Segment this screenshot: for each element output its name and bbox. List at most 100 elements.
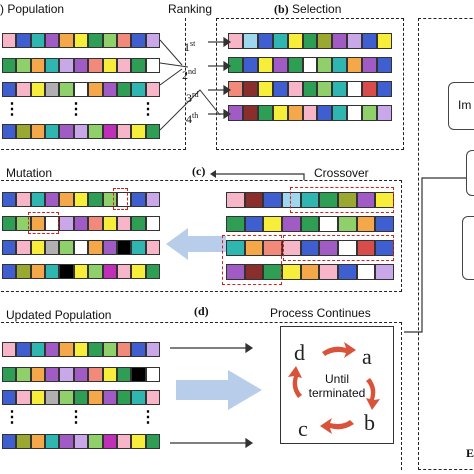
population-panel bbox=[0, 18, 186, 150]
gene-cell bbox=[375, 264, 394, 280]
gene-cell bbox=[30, 342, 46, 357]
crossover-label: Crossover bbox=[314, 166, 369, 180]
population-row-last bbox=[2, 124, 160, 139]
gene-cell bbox=[145, 192, 160, 207]
gene-cell bbox=[59, 82, 74, 97]
gene-cell bbox=[116, 216, 132, 231]
gene-cell bbox=[244, 216, 264, 232]
gene-cell bbox=[300, 192, 320, 208]
selection-row-4 bbox=[228, 105, 392, 121]
gene-cell bbox=[257, 33, 273, 49]
gene-cell bbox=[102, 124, 117, 139]
gene-cell bbox=[356, 192, 376, 208]
gene-cell bbox=[88, 33, 103, 48]
gene-cell bbox=[16, 240, 31, 255]
gene-cell bbox=[226, 216, 245, 232]
gene-cell bbox=[30, 216, 46, 231]
gene-cell bbox=[2, 216, 17, 231]
c-connector-arrow bbox=[210, 170, 305, 180]
mutation-row-3 bbox=[2, 240, 160, 255]
gene-cell bbox=[287, 33, 303, 49]
crossover-to-mutation-arrow bbox=[166, 228, 226, 260]
gene-cell bbox=[30, 82, 46, 97]
gene-cell bbox=[263, 216, 282, 232]
gene-cell bbox=[30, 33, 46, 48]
gene-cell bbox=[16, 192, 31, 207]
gene-cell bbox=[59, 434, 74, 449]
gene-cell bbox=[257, 57, 273, 73]
gene-cell bbox=[272, 105, 288, 121]
gene-cell bbox=[59, 342, 74, 357]
gene-cell bbox=[347, 57, 363, 73]
gene-cell bbox=[242, 81, 258, 97]
gene-cell bbox=[272, 57, 288, 73]
crossover-row-3 bbox=[226, 240, 394, 256]
gene-cell bbox=[45, 124, 60, 139]
gene-cell bbox=[131, 124, 146, 139]
gene-cell bbox=[131, 342, 146, 357]
c-tag: (c) bbox=[192, 164, 206, 178]
gene-cell bbox=[73, 82, 89, 97]
gene-cell bbox=[281, 192, 301, 208]
gene-cell bbox=[244, 192, 264, 208]
gene-cell bbox=[131, 33, 146, 48]
gene-cell bbox=[16, 390, 31, 405]
gene-cell bbox=[332, 105, 348, 121]
gene-cell bbox=[244, 240, 264, 256]
gene-cell bbox=[102, 390, 117, 405]
rank-3: 3rd bbox=[186, 90, 199, 105]
gene-cell bbox=[347, 105, 363, 121]
cycle-terminated-label: terminated bbox=[308, 386, 366, 400]
gene-cell bbox=[88, 192, 103, 207]
gene-cell bbox=[102, 33, 117, 48]
gene-cell bbox=[145, 58, 160, 73]
gene-cell bbox=[272, 81, 288, 97]
gene-cell bbox=[302, 57, 318, 73]
right-panel bbox=[418, 18, 474, 470]
gene-cell bbox=[30, 264, 46, 279]
mutation-row-2 bbox=[2, 216, 160, 231]
gene-cell bbox=[73, 33, 89, 48]
population-dots-2: ⋮ bbox=[68, 101, 84, 118]
cycle-letter-b: b bbox=[364, 410, 375, 435]
updated-dots-3: ⋮ bbox=[140, 409, 156, 426]
gene-cell bbox=[30, 434, 46, 449]
gene-cell bbox=[257, 105, 273, 121]
gene-cell bbox=[59, 240, 74, 255]
gene-cell bbox=[317, 105, 333, 121]
cycle-arrows bbox=[288, 342, 380, 434]
gene-cell bbox=[30, 390, 46, 405]
gene-cell bbox=[319, 240, 338, 256]
crossover-row-2 bbox=[226, 216, 394, 232]
gene-cell bbox=[244, 264, 264, 280]
gene-cell bbox=[287, 57, 303, 73]
gene-cell bbox=[59, 192, 74, 207]
gene-cell bbox=[16, 124, 31, 139]
gene-cell bbox=[88, 58, 103, 73]
gene-cell bbox=[30, 367, 46, 382]
gene-cell bbox=[73, 434, 89, 449]
gene-cell bbox=[2, 33, 17, 48]
gene-cell bbox=[45, 33, 60, 48]
selection-panel bbox=[216, 18, 404, 150]
gene-cell bbox=[319, 192, 338, 208]
gene-cell bbox=[356, 264, 376, 280]
side-box-3 bbox=[462, 216, 474, 280]
side-bottom-label: E bbox=[466, 446, 474, 460]
gene-cell bbox=[131, 390, 146, 405]
gene-cell bbox=[16, 367, 31, 382]
updated-dots-1: ⋮ bbox=[4, 409, 20, 426]
gene-cell bbox=[2, 367, 17, 382]
gene-cell bbox=[2, 434, 17, 449]
gene-cell bbox=[145, 33, 160, 48]
gene-cell bbox=[332, 81, 348, 97]
gene-cell bbox=[116, 33, 132, 48]
gene-cell bbox=[73, 390, 89, 405]
gene-cell bbox=[116, 240, 132, 255]
mutation-label: Mutation bbox=[6, 166, 53, 180]
population-row-2 bbox=[2, 58, 160, 73]
gene-cell bbox=[377, 105, 392, 121]
gene-cell bbox=[16, 82, 31, 97]
gene-cell bbox=[145, 82, 160, 97]
gene-cell bbox=[131, 434, 146, 449]
